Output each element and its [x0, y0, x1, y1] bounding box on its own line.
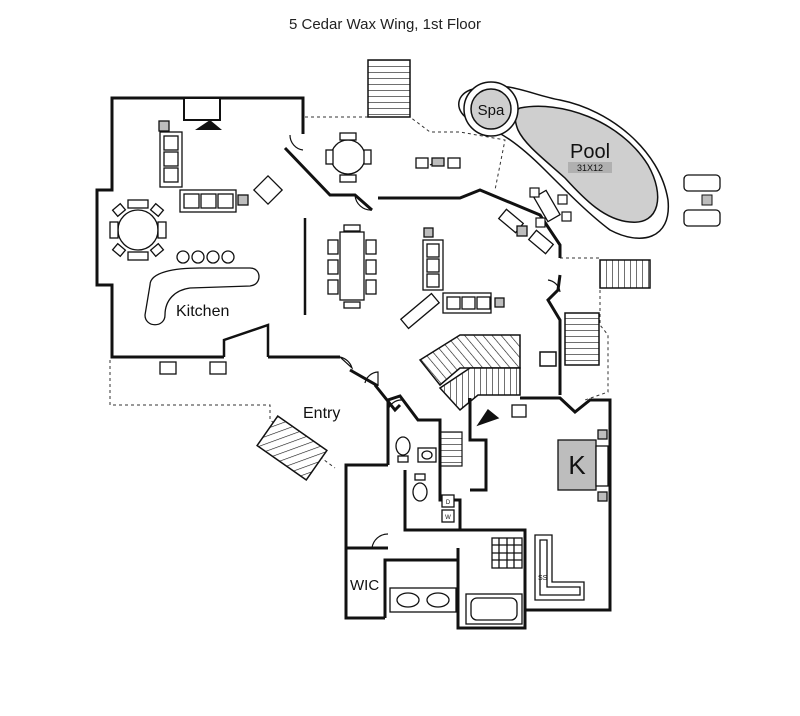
- deck-stairs-right-upper: [599, 259, 651, 289]
- plan-title: 5 Cedar Wax Wing, 1st Floor: [288, 16, 481, 33]
- living-furniture: [325, 132, 555, 330]
- pool-size-box: [568, 162, 612, 173]
- fireplace-hearth: [195, 120, 222, 130]
- room-label-kitchen: Kitchen: [176, 303, 229, 320]
- closet-box: [539, 351, 557, 367]
- shower-label: SS: [538, 575, 548, 582]
- hall-stairs: [439, 431, 463, 467]
- kitchen-half-wall: [222, 323, 270, 357]
- deck-stairs-right-lower: [564, 312, 600, 366]
- kitchen-furniture: [109, 120, 284, 375]
- pool-size-label: 31X12: [577, 163, 603, 173]
- room-label-wic: WIC: [350, 577, 379, 594]
- pool-label: Pool: [570, 141, 610, 163]
- dryer-label: D: [446, 500, 451, 506]
- exterior-walls: [95, 96, 562, 413]
- bed-label: K: [568, 450, 586, 480]
- bedroom-wing-walls: [344, 394, 612, 630]
- main-stairs-lower: [438, 367, 521, 412]
- room-label-entry: Entry: [303, 405, 340, 422]
- washer-label: W: [445, 515, 451, 521]
- doors: [289, 134, 561, 549]
- fireplace: [183, 97, 221, 121]
- spa-label: Spa: [478, 102, 505, 119]
- bedroom-fixtures: [389, 404, 609, 625]
- deck-stairs-top: [367, 59, 411, 118]
- entry-stairs: [256, 415, 328, 481]
- spa: [470, 88, 512, 130]
